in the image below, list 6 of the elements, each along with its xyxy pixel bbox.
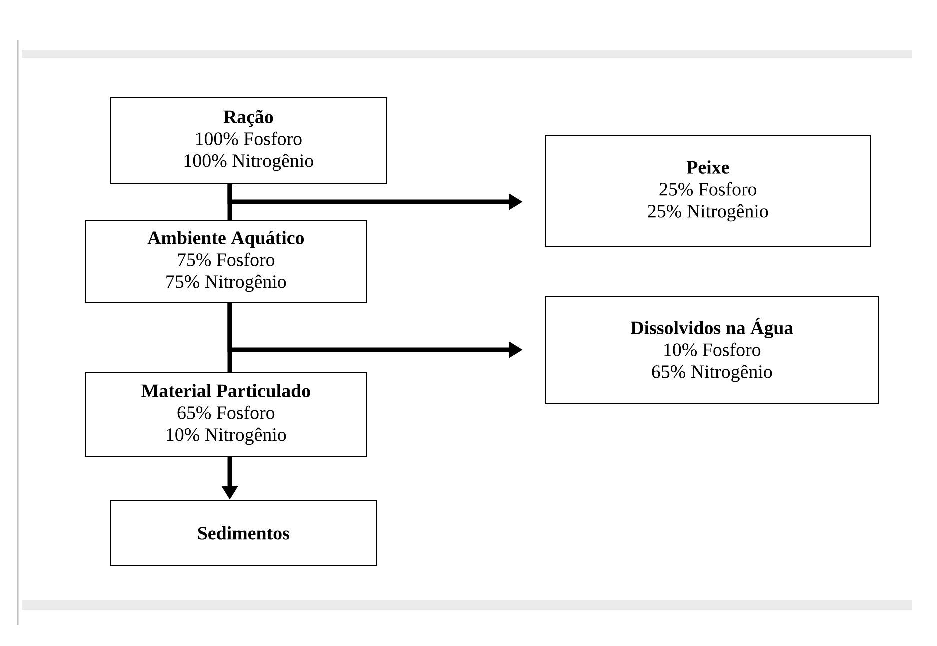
process-box: Sedimentos [110, 500, 378, 566]
process-box: Ração 100% Fosforo 100% Nitrogênio [110, 97, 388, 184]
process-box: Peixe 25% Fosforo 25% Nitrogênio [545, 135, 872, 248]
process-box: Material Particulado 65% Fosforo 10% Nitrogênio [85, 372, 368, 458]
process-box: Dissolvidos na Água 10% Fosforo 65% Nitrogênio [545, 296, 880, 404]
process-box: Ambiente Aquático 75% Fosforo 75% Nitrogênio [85, 220, 368, 304]
